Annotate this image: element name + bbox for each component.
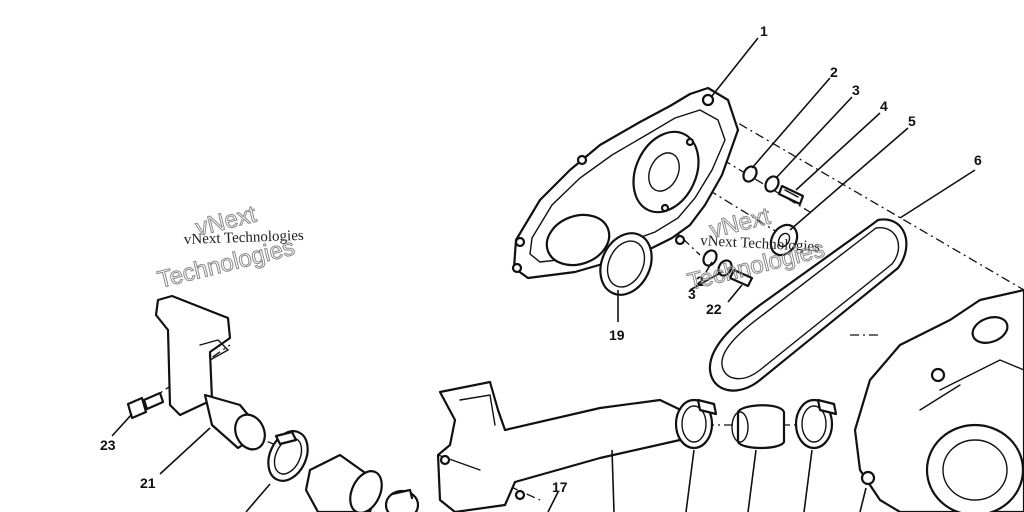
screw-part [126,391,165,420]
fastener-set-upper [742,165,805,257]
callout-3-lower: 3 [688,286,696,302]
callout-19: 19 [609,327,625,343]
callout-23: 23 [100,437,116,453]
sleeve-mid [731,404,786,450]
hose-clamp-mid-left [674,398,718,450]
callout-21: 21 [140,475,156,491]
leader-lines [111,37,976,512]
hose-clamp-lower [384,488,420,512]
right-housing-part [853,288,1024,512]
hose-clamp-left [267,430,309,482]
callout-22: 22 [706,301,722,317]
watermarks: vNext Technologies vNext Technologies vN… [154,200,827,296]
callout-2-lower: 2 [696,273,704,289]
sleeve-left [304,453,383,512]
callout-1: 1 [760,23,768,39]
seal-ring-part [599,232,653,296]
duct-arm-part [436,380,687,512]
callout-5: 5 [908,113,916,129]
callout-17: 17 [552,479,568,495]
callout-2-upper: 2 [830,64,838,80]
housing-cover-part [511,86,740,280]
intake-duct-part [154,294,266,451]
watermark-text-left: vNext Technologies [184,228,305,248]
callout-6: 6 [974,152,982,168]
callout-3-upper: 3 [852,82,860,98]
callout-labels: 1 2 3 4 5 6 2 3 22 19 23 21 17 [100,23,982,495]
drive-belt-part [708,218,908,392]
hose-clamp-mid-right [794,398,838,450]
callout-4: 4 [880,98,888,114]
watermark-text-right: vNext Technologies [700,233,821,255]
fastener-set-lower [702,249,754,288]
